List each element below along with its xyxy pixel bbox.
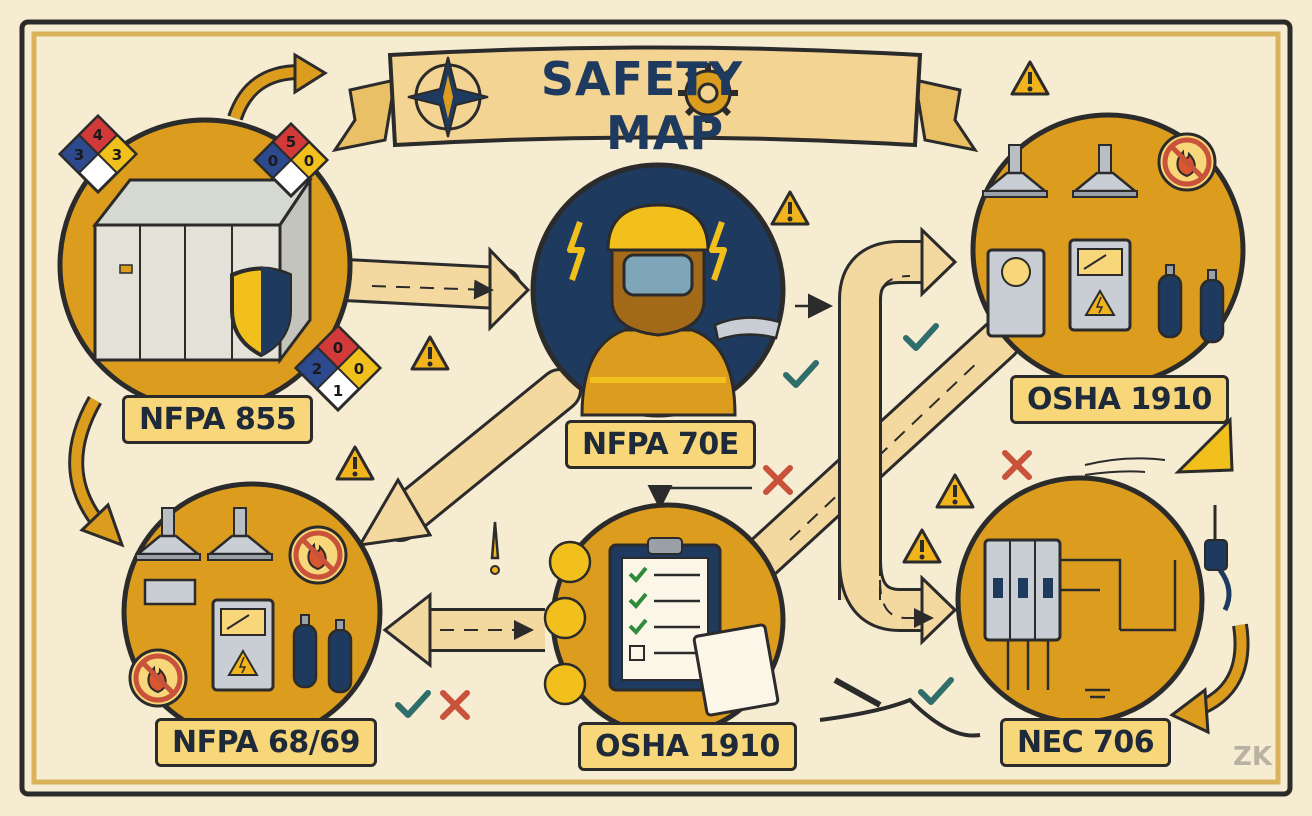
title-banner [331,45,979,153]
diamond-3-right: 0 [354,360,364,378]
hazard-diamond-3: 0 2 0 1 [293,323,383,413]
title-left-word: SAFETY [540,52,744,106]
flow-arrows [68,52,1250,735]
diamond-2-left: 0 [268,152,278,170]
diamond-1-right: 3 [112,146,122,164]
map-title: SAFETYMAP [500,52,830,160]
node-osha1910-top-illustration [970,112,1246,388]
compass-icon [407,56,489,138]
diamond-2-top: 5 [286,133,296,151]
node-label-nfpa70e: NFPA 70E [565,420,756,469]
node-nfpa6869-illustration [121,481,383,743]
diamond-3-left: 2 [312,360,322,378]
connection-paths [323,226,1022,669]
node-label-nfpa6869: NFPA 68/69 [155,718,377,767]
node-label-nec706: NEC 706 [1000,718,1172,767]
hazard-diamond-2: 5 0 0 [252,121,330,199]
node-osha1910-mid-illustration [543,502,786,738]
diamond-1-top: 4 [93,126,103,144]
node-label-nfpa855: NFPA 855 [122,395,314,444]
node-label-osha1910-top: OSHA 1910 [1010,375,1229,424]
diamond-3-top: 0 [333,339,343,357]
hazard-diamond-1: 4 3 3 [57,113,139,195]
wire-icon [819,457,1166,738]
gear-icon [678,63,738,123]
map-inner-frame [31,31,1281,785]
watermark: ZK [1233,742,1272,772]
diamond-2-right: 0 [304,152,314,170]
diamond-3-bottom: 1 [333,382,343,400]
node-nec706-illustration [955,475,1232,725]
node-label-osha1910-mid: OSHA 1910 [578,722,797,771]
exclamation-icon [490,521,500,575]
warning-icon [335,60,1234,564]
title-right-word: MAP [605,106,725,160]
node-nfpa70e-illustration [530,162,786,418]
node-nfpa855-illustration [57,117,353,413]
diamond-1-left: 3 [74,146,84,164]
